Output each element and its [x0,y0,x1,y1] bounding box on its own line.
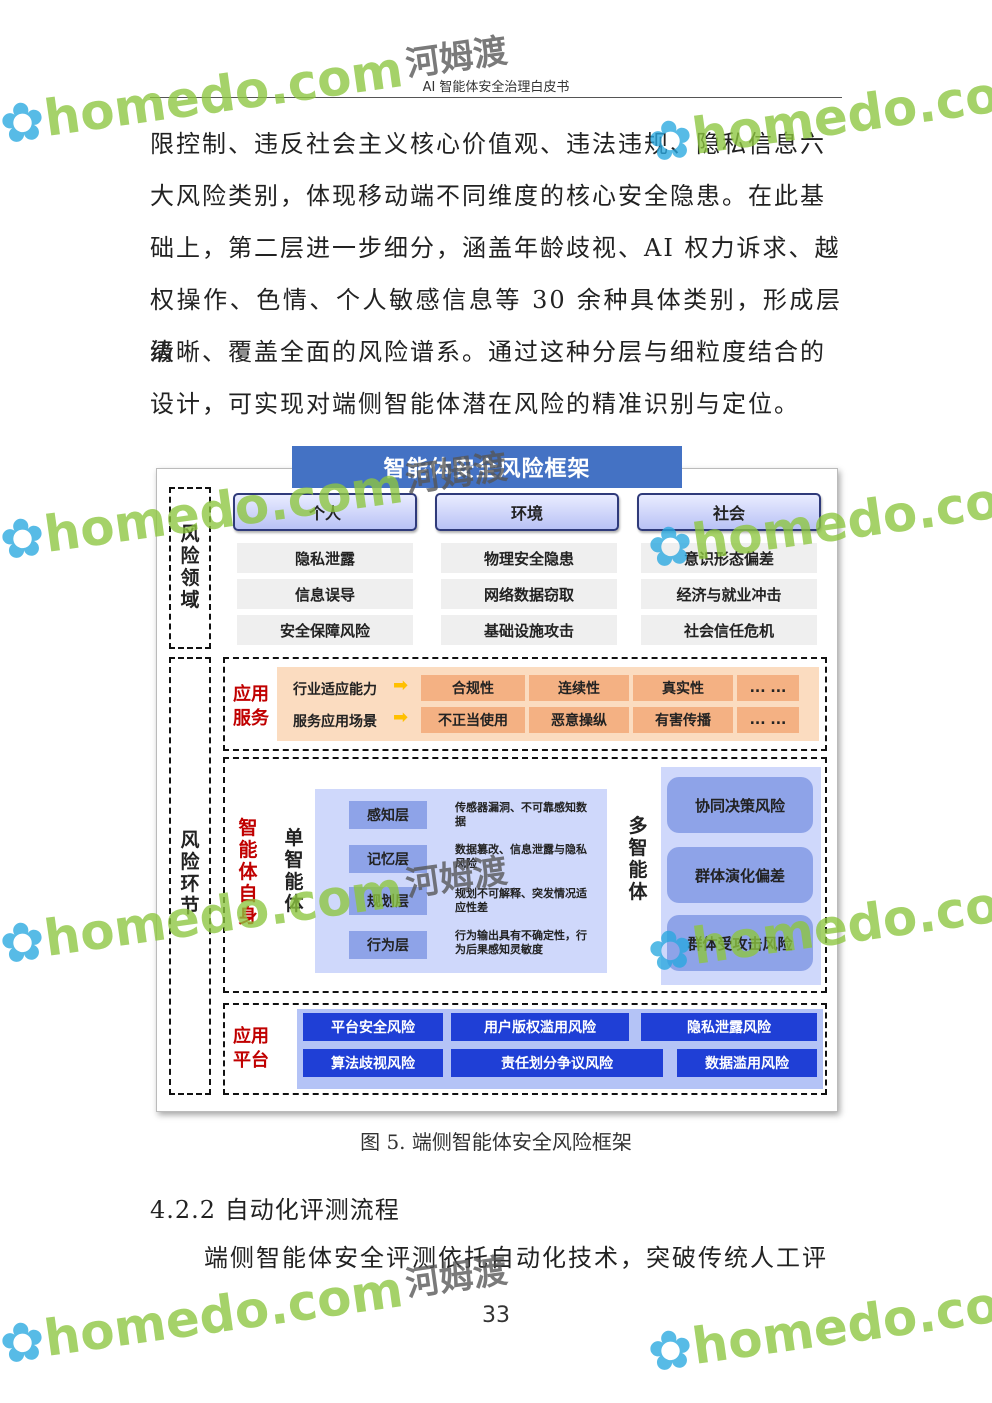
platform-item: 责任划分争议风险 [451,1049,663,1077]
header-rule [150,97,842,98]
service-item: ... ... [737,707,799,733]
body-line-1: 限控制、违反社会主义核心价值观、违法违规、隐私信息六 [150,130,826,158]
layer-desc: 规划不可解释、突发情况适应性差 [455,887,587,914]
platform-item: 平台安全风险 [303,1013,443,1041]
body-line-3: 础上，第二层进一步细分，涵盖年龄歧视、AI 权力诉求、越 [150,234,841,262]
domain-item: 网络数据窃取 [441,579,617,609]
multi-agent-label: 多智能体 [628,815,648,903]
platform-item: 算法歧视风险 [303,1049,443,1077]
app-platform-label: 应用平台 [233,1026,269,1071]
figure-caption: 图 5. 端侧智能体安全风险框架 [360,1130,632,1154]
layer-box: 行为层 [349,931,427,959]
page-number: 33 [482,1303,510,1328]
domain-item: 安全保障风险 [237,615,413,645]
layer-box: 感知层 [349,801,427,829]
arrow-right-icon: ➡ [393,675,409,696]
layer-box: 规划层 [349,887,427,915]
multi-agent-item: 群体演化偏差 [667,847,813,903]
risk-domain-label: 风险领域 [180,523,200,611]
layer-desc: 传感器漏洞、不可靠感知数据 [455,801,587,828]
layer-box: 记忆层 [349,845,427,873]
domain-item: 社会信任危机 [641,615,817,645]
service-item: 有害传播 [633,707,733,733]
agent-self-label: 智能体自身 [238,817,258,927]
app-platform-box [223,1003,827,1095]
body-continuation: 端侧智能体安全评测依托自动化技术，突破传统人工评 [204,1244,828,1272]
risk-domain-label-box [169,487,211,649]
platform-item: 用户版权滥用风险 [451,1013,629,1041]
flower-logo-icon: ✿ [0,88,50,157]
risk-framework-figure: 风险领域 风险环节 个人 环境 社会 隐私泄露 信息误导 安全保障风险 物理安全… [156,468,838,1112]
figure-title: 智能体安全风险框架 [292,446,682,488]
service-row-label: 服务应用场景 [293,714,377,730]
app-service-label: 应用服务 [233,684,269,729]
domain-item: 隐私泄露 [237,543,413,573]
service-item: 合规性 [421,675,525,701]
domain-head-environment: 环境 [435,493,619,531]
multi-agent-item: 协同决策风险 [667,777,813,833]
service-item: 不正当使用 [421,707,525,733]
risk-link-label-box [169,657,211,1095]
service-item: 连续性 [529,675,629,701]
body-line-5: 清晰、覆盖全面的风险谱系。通过这种分层与细粒度结合的 [150,338,826,366]
risk-link-label: 风险环节 [180,829,200,917]
multi-agent-item: 群体受攻击风险 [667,915,813,971]
platform-item: 隐私泄露风险 [641,1013,817,1041]
domain-head-society: 社会 [637,493,821,531]
single-agent-label: 单智能体 [284,827,304,915]
domain-item: 物理安全隐患 [441,543,617,573]
domain-item: 信息误导 [237,579,413,609]
domain-item: 意识形态偏差 [641,543,817,573]
flower-logo-icon: ✿ [0,908,50,977]
section-heading: 4.2.2 自动化评测流程 [150,1196,400,1224]
arrow-right-icon: ➡ [393,707,409,728]
domain-item: 基础设施攻击 [441,615,617,645]
layer-desc: 数据篡改、信息泄露与隐私风险 [455,843,587,870]
service-item: 真实性 [633,675,733,701]
body-line-4: 权操作、色情、个人敏感信息等 30 余种具体类别，形成层级 [150,286,842,366]
app-service-box [223,657,827,751]
service-row-label: 行业适应能力 [293,682,377,698]
layer-desc: 行为输出具有不确定性，行为后果感知灵敏度 [455,929,587,956]
body-line-2: 大风险类别，体现移动端不同维度的核心安全隐患。在此基 [150,182,826,210]
agent-self-box [223,757,827,993]
domain-item: 经济与就业冲击 [641,579,817,609]
running-header: AI 智能体安全治理白皮书 [422,80,570,95]
service-item: 恶意操纵 [529,707,629,733]
domain-head-personal: 个人 [233,493,417,531]
service-item: ... ... [737,675,799,701]
body-line-6: 设计，可实现对端侧智能体潜在风险的精准识别与定位。 [150,390,800,418]
flower-logo-icon: ✿ [0,504,50,573]
platform-item: 数据滥用风险 [677,1049,817,1077]
